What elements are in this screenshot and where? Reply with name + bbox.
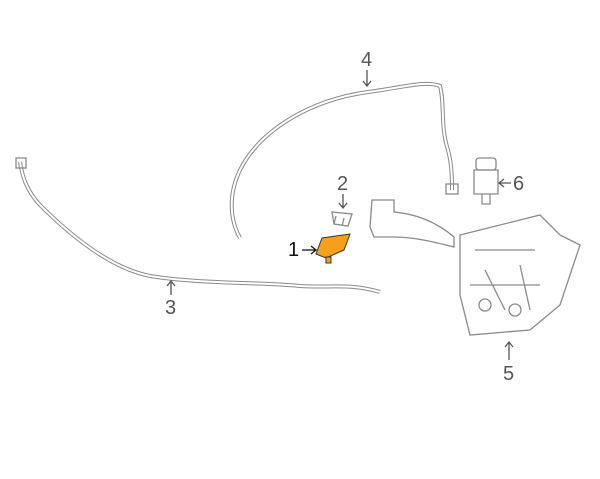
washer-hose-3[interactable] (15, 157, 381, 294)
callout-2: 2 (337, 173, 348, 210)
callout-number: 6 (513, 173, 524, 195)
washer-hose-4[interactable] (229, 81, 459, 239)
callout-number: 2 (337, 173, 348, 195)
callout-6: 6 (497, 173, 524, 195)
callout-3: 3 (165, 279, 176, 319)
washer-pump-6[interactable] (473, 157, 499, 205)
callout-number: 5 (503, 363, 514, 385)
callout-number: 3 (165, 297, 176, 319)
callout-5: 5 (503, 340, 514, 385)
callout-number: 4 (361, 49, 372, 71)
callout-number: 1 (288, 239, 299, 261)
washer-nozzle-1[interactable] (315, 233, 351, 264)
callout-4: 4 (361, 49, 372, 88)
washer-reservoir-5[interactable] (369, 199, 581, 336)
callout-1: 1 (288, 239, 318, 261)
bracket-2[interactable] (331, 211, 353, 227)
